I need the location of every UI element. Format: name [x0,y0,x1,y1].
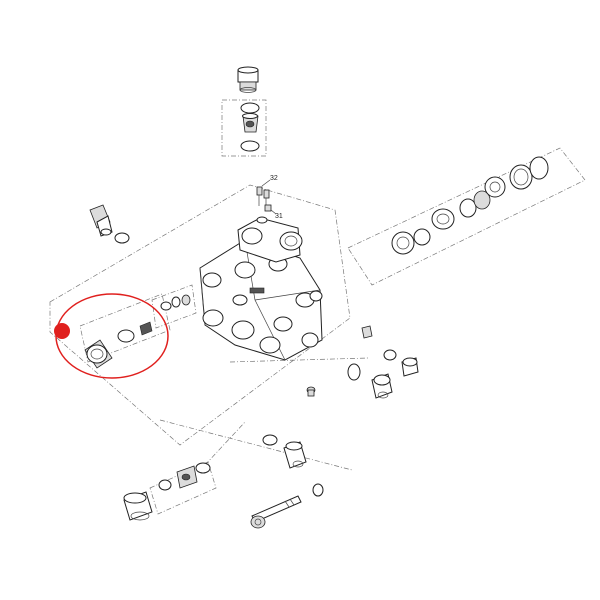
right-o-ring-lower [347,363,361,381]
highlight-marker [54,323,70,339]
pump-head-body [199,239,323,361]
bottom-valve-cartridge [158,462,211,491]
right-o-ring-upper [383,349,397,361]
screw-32 [256,186,270,208]
long-bolt [250,495,302,529]
bottom-o-ring [262,434,278,446]
bottom-small-plug [306,386,316,397]
bottom-nipple-fitting [283,441,307,469]
top-plug [237,66,259,93]
right-hex-fitting [401,357,419,377]
bottom-plug [123,491,153,521]
callout-32: 32 [270,175,278,182]
top-valve-cartridge [242,113,259,133]
right-seal-stack [391,156,549,255]
callout-31: 31 [275,213,283,220]
highlight-ellipse [55,293,169,379]
top-o-ring [240,102,260,114]
left-elbow-fitting [89,204,113,237]
top-manifold-block [237,216,303,263]
small-plug-right [361,325,373,339]
highlighted-valve-group [84,294,191,369]
assembly-boxes [49,99,586,515]
right-connector [371,373,393,399]
top-seal-ring [240,140,260,152]
screw-31 [264,204,272,212]
washer-bottom [312,483,324,497]
left-o-ring [114,232,130,244]
